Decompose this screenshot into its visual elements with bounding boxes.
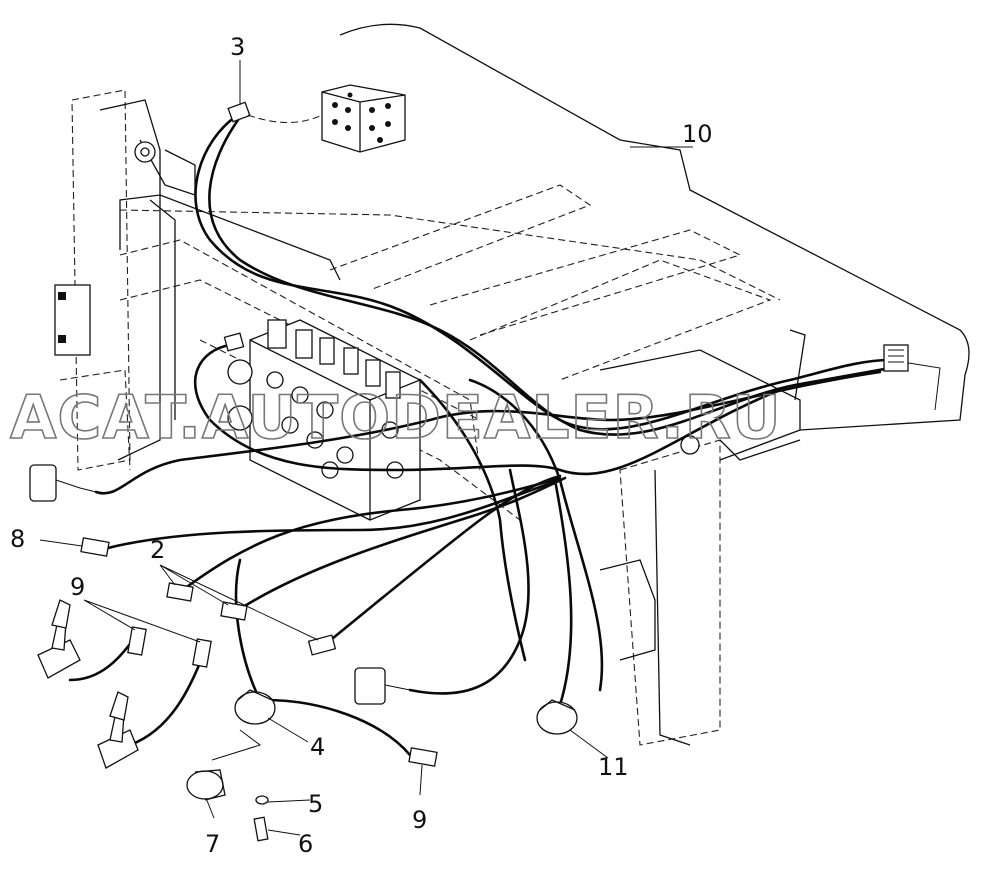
lamps-and-fasteners xyxy=(186,689,578,842)
callout-9-bottom: 9 xyxy=(412,806,427,834)
callout-11: 11 xyxy=(598,753,629,781)
leader-lines xyxy=(39,60,693,836)
callouts: 3 10 8 2 9 4 5 6 7 9 11 xyxy=(10,33,713,858)
callout-5: 5 xyxy=(308,790,323,818)
callout-9-left: 9 xyxy=(70,573,85,601)
left-frame-pillar xyxy=(54,89,196,471)
callout-8: 8 xyxy=(10,525,25,553)
watermark: ACAT.AUTODEALER.RU xyxy=(10,383,782,453)
callout-2: 2 xyxy=(150,536,165,564)
relay-block xyxy=(321,84,406,153)
callout-3: 3 xyxy=(230,33,245,61)
callout-6: 6 xyxy=(298,830,313,858)
connectors xyxy=(29,101,909,767)
callout-10: 10 xyxy=(682,120,713,148)
wiring-harness xyxy=(68,113,941,757)
joysticks xyxy=(37,599,139,769)
callout-4: 4 xyxy=(310,733,325,761)
callout-7: 7 xyxy=(205,830,220,858)
